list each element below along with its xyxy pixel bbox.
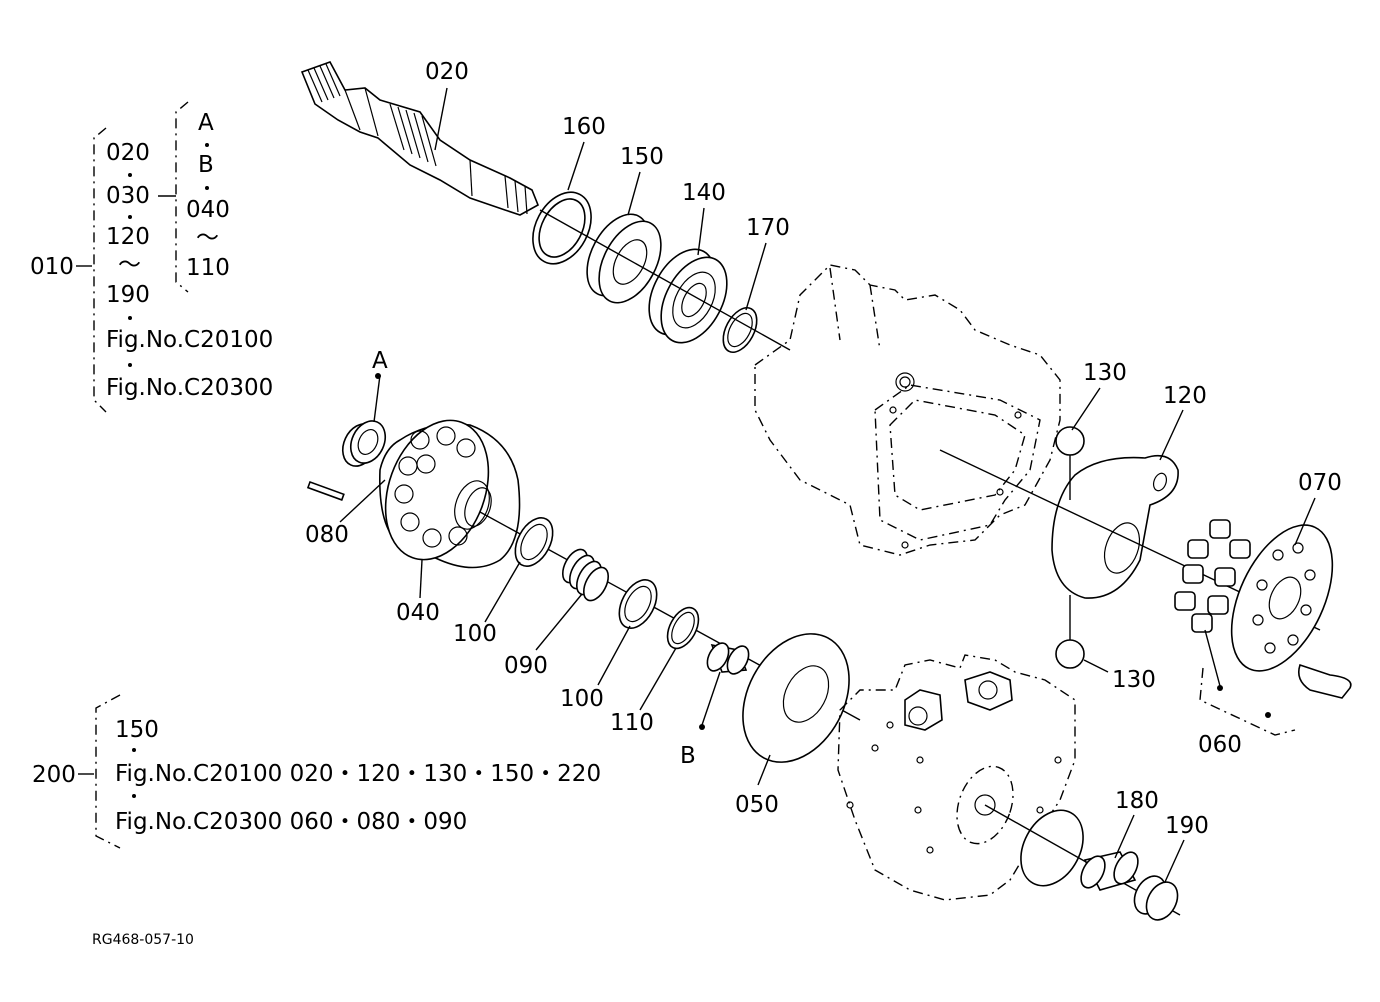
axis-line-upper	[539, 209, 791, 351]
callout-100-a: 100	[453, 621, 497, 647]
bearing-140[interactable]	[636, 238, 741, 354]
callout-170: 170	[746, 215, 790, 241]
callout-100-b: 100	[560, 686, 604, 712]
legend-200-item-0: 150	[115, 717, 159, 743]
pin-130-upper[interactable]	[1055, 426, 1085, 456]
callout-leaders	[339, 87, 1316, 883]
washer-100-b[interactable]	[612, 574, 665, 635]
drawing-code: RG468-057-10	[92, 932, 194, 948]
callout-130-upper: 130	[1083, 360, 1127, 386]
bearing-a[interactable]	[336, 415, 392, 471]
legend-010-sub-3: 〜	[196, 225, 219, 251]
callout-140: 140	[682, 180, 726, 206]
callout-120: 120	[1163, 383, 1207, 409]
callout-180: 180	[1115, 788, 1159, 814]
legend-010-item-5: Fig.No.C20100	[106, 327, 273, 353]
legend-200-parent: 200	[32, 762, 76, 788]
legend-010-item-6: Fig.No.C20300	[106, 375, 273, 401]
legend-010-item-1: 030	[106, 183, 150, 209]
pin-080[interactable]	[306, 480, 345, 501]
snap-ring-170[interactable]	[716, 302, 763, 358]
callout-090: 090	[504, 653, 548, 679]
pump-housing[interactable]	[754, 264, 1061, 556]
legend-010-sub-2: 040	[186, 197, 230, 223]
callout-070: 070	[1298, 470, 1342, 496]
valve-plate-120[interactable]	[1051, 454, 1179, 599]
callout-b: B	[680, 743, 696, 769]
legend-010-parent: 010	[30, 254, 74, 280]
bushing-180[interactable]	[1076, 848, 1143, 891]
snap-ring-160[interactable]	[521, 182, 603, 274]
pin-130-lower[interactable]	[1055, 639, 1085, 669]
callout-020: 020	[425, 59, 469, 85]
legend-010-item-3: 〜	[118, 252, 141, 278]
legend-010: 010 020 030 120 〜 190 Fig.No.C20100 Fig.…	[30, 101, 273, 413]
o-ring[interactable]	[1008, 800, 1095, 897]
leader-060-pistons	[1204, 629, 1221, 687]
callout-110: 110	[610, 710, 654, 736]
shaft-020[interactable]	[300, 61, 540, 216]
piston-set-060[interactable]	[1174, 519, 1251, 633]
group-dot-060a	[1217, 685, 1223, 691]
marker-dot-a	[375, 373, 381, 379]
group-bracket-060	[1199, 667, 1296, 736]
bushing-b[interactable]	[703, 640, 753, 678]
callout-050: 050	[735, 792, 779, 818]
callout-labels: 020 160 150 140 170 130 120 070 130 060 …	[305, 59, 1342, 839]
guide-pin-060[interactable]	[1297, 663, 1352, 699]
washer-100-a[interactable]	[508, 512, 561, 573]
spring-090[interactable]	[558, 545, 614, 604]
callout-a: A	[372, 348, 388, 374]
plate-050[interactable]	[722, 615, 871, 780]
callout-190: 190	[1165, 813, 1209, 839]
legend-200: 200 150 Fig.No.C20100 020・120・130・150・22…	[32, 694, 601, 849]
ring-190[interactable]	[1128, 871, 1184, 925]
cylinder-block-040[interactable]	[367, 406, 521, 574]
legend-010-sub-1: B	[198, 152, 214, 178]
legend-010-item-4: 190	[106, 282, 150, 308]
legend-010-item-2: 120	[106, 224, 150, 250]
end-cover[interactable]	[837, 654, 1076, 901]
callout-060: 060	[1198, 732, 1242, 758]
snap-ring-110[interactable]	[661, 602, 705, 653]
bearing-150[interactable]	[574, 204, 673, 313]
callout-130-lower: 130	[1112, 667, 1156, 693]
legend-010-sub-4: 110	[186, 255, 230, 281]
marker-dot-b	[699, 724, 705, 730]
legend-010-sub-0: A	[198, 110, 214, 136]
legend-200-item-2: Fig.No.C20300 060・080・090	[115, 809, 467, 835]
callout-080: 080	[305, 522, 349, 548]
callout-040: 040	[396, 600, 440, 626]
legend-010-item-0: 020	[106, 140, 150, 166]
legend-200-item-1: Fig.No.C20100 020・120・130・150・220	[115, 761, 601, 787]
callout-160: 160	[562, 114, 606, 140]
callout-150: 150	[620, 144, 664, 170]
retainer-plate-070[interactable]	[1211, 510, 1353, 687]
group-dot-060b	[1265, 712, 1271, 718]
